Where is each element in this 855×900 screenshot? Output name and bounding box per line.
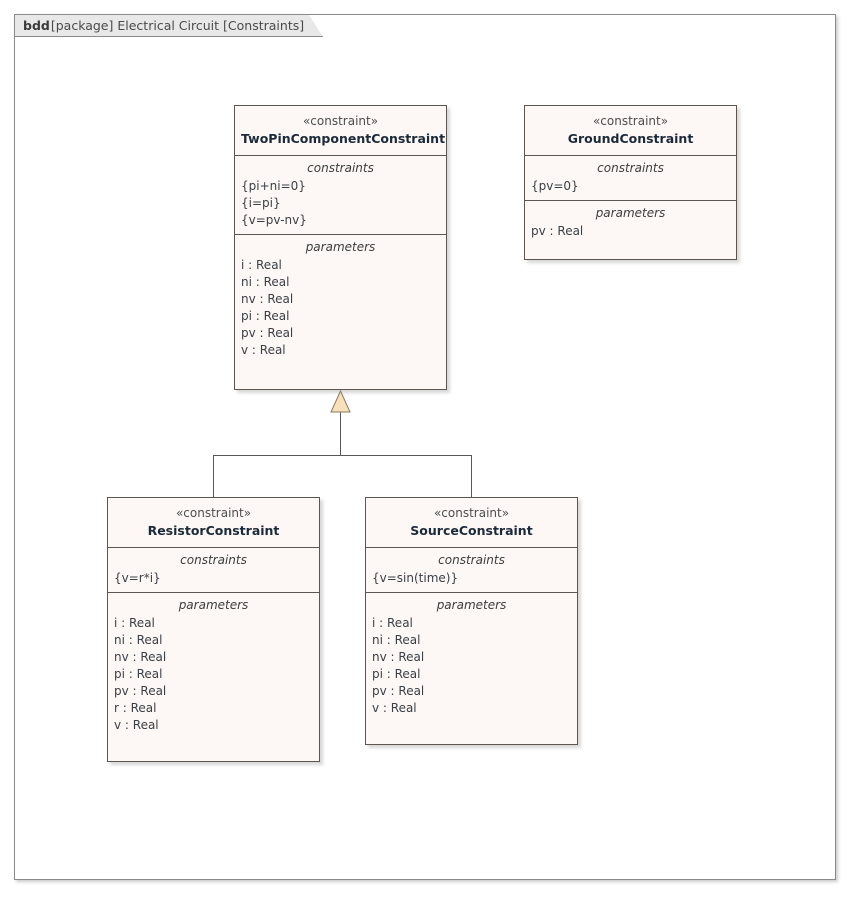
stereotype-label: «constraint» (433, 506, 510, 520)
compartment-title: constraints (307, 161, 374, 175)
block-header: «constraint» TwoPinComponentConstraint (235, 106, 446, 156)
constraints-list: {pi+ni=0} {i=pi} {v=pv-nv} (235, 178, 446, 229)
list-item: {v=r*i} (114, 571, 161, 585)
list-item: {v=sin(time)} (372, 571, 459, 585)
generalization-crossbar (213, 455, 472, 456)
generalization-branch-source (471, 455, 472, 497)
stereotype-label: «constraint» (302, 114, 379, 128)
generalization-branch-resistor (213, 455, 214, 497)
list-item: {pi+ni=0} (241, 179, 306, 193)
compartment-title: parameters (178, 598, 249, 612)
compartment-title: constraints (180, 553, 247, 567)
constraints-compartment: constraints {v=sin(time)} (366, 548, 577, 593)
list-item: i : Real (114, 616, 155, 630)
block-name: GroundConstraint (567, 131, 694, 146)
diagram-view-label: [Constraints] (223, 18, 305, 33)
list-item: pi : Real (241, 309, 290, 323)
list-item: {pv=0} (531, 179, 579, 193)
diagram-kind-label: bdd (23, 18, 50, 33)
block-header: «constraint» ResistorConstraint (108, 498, 319, 548)
compartment-title: constraints (597, 161, 664, 175)
constraints-list: {v=r*i} (108, 570, 319, 587)
list-item: ni : Real (241, 275, 290, 289)
list-item: pi : Real (372, 667, 421, 681)
block-name: ResistorConstraint (147, 523, 280, 538)
list-item: pv : Real (241, 326, 294, 340)
list-item: i : Real (372, 616, 413, 630)
list-item: ni : Real (372, 633, 421, 647)
diagram-scope-label: [package] (50, 18, 114, 33)
constraints-list: {pv=0} (525, 178, 736, 195)
list-item: v : Real (114, 718, 159, 732)
compartment-title: parameters (436, 598, 507, 612)
diagram-frame-header: bdd [package] Electrical Circuit [Constr… (15, 15, 323, 37)
parameters-compartment: parameters i : Real ni : Real nv : Real pi … (366, 593, 577, 722)
parameters-compartment: parameters pv : Real (525, 201, 736, 245)
parameters-list: i : Real ni : Real nv : Real pi : Real pv : … (108, 615, 319, 734)
block-name: TwoPinComponentConstraint (241, 131, 446, 146)
list-item: pv : Real (372, 684, 425, 698)
block-name: SourceConstraint (410, 523, 533, 538)
list-item: {v=pv-nv} (241, 213, 307, 227)
block-resistor-constraint[interactable]: «constraint» ResistorConstraint constrai… (107, 497, 320, 762)
block-header: «constraint» SourceConstraint (366, 498, 577, 548)
constraints-compartment: constraints {pv=0} (525, 156, 736, 201)
block-ground-constraint[interactable]: «constraint» GroundConstraint constraint… (524, 105, 737, 260)
block-header: «constraint» GroundConstraint (525, 106, 736, 156)
list-item: i : Real (241, 258, 282, 272)
list-item: {i=pi} (241, 196, 281, 210)
list-item: v : Real (372, 701, 417, 715)
constraints-compartment: constraints {v=r*i} (108, 548, 319, 593)
list-item: nv : Real (372, 650, 425, 664)
stereotype-label: «constraint» (175, 506, 252, 520)
compartment-title: parameters (595, 206, 666, 220)
parameters-list: i : Real ni : Real nv : Real pi : Real pv : … (235, 257, 446, 359)
generalization-stem (340, 412, 341, 455)
list-item: pi : Real (114, 667, 163, 681)
parameters-compartment: parameters i : Real ni : Real nv : Real pi … (108, 593, 319, 739)
parameters-compartment: parameters i : Real ni : Real nv : Real pi … (235, 235, 446, 364)
list-item: r : Real (114, 701, 157, 715)
list-item: ni : Real (114, 633, 163, 647)
parameters-list: pv : Real (525, 223, 736, 240)
constraints-compartment: constraints {pi+ni=0} {i=pi} {v=pv-nv} (235, 156, 446, 235)
compartment-title: constraints (438, 553, 505, 567)
list-item: nv : Real (241, 292, 294, 306)
compartment-title: parameters (305, 240, 376, 254)
list-item: pv : Real (114, 684, 167, 698)
block-source-constraint[interactable]: «constraint» SourceConstraint constraint… (365, 497, 578, 745)
stereotype-label: «constraint» (592, 114, 669, 128)
diagram-name-label: Electrical Circuit (117, 18, 220, 33)
list-item: v : Real (241, 343, 286, 357)
parameters-list: i : Real ni : Real nv : Real pi : Real pv : … (366, 615, 577, 717)
list-item: nv : Real (114, 650, 167, 664)
block-two-pin-component-constraint[interactable]: «constraint» TwoPinComponentConstraint c… (234, 105, 447, 390)
constraints-list: {v=sin(time)} (366, 570, 577, 587)
list-item: pv : Real (531, 224, 584, 238)
